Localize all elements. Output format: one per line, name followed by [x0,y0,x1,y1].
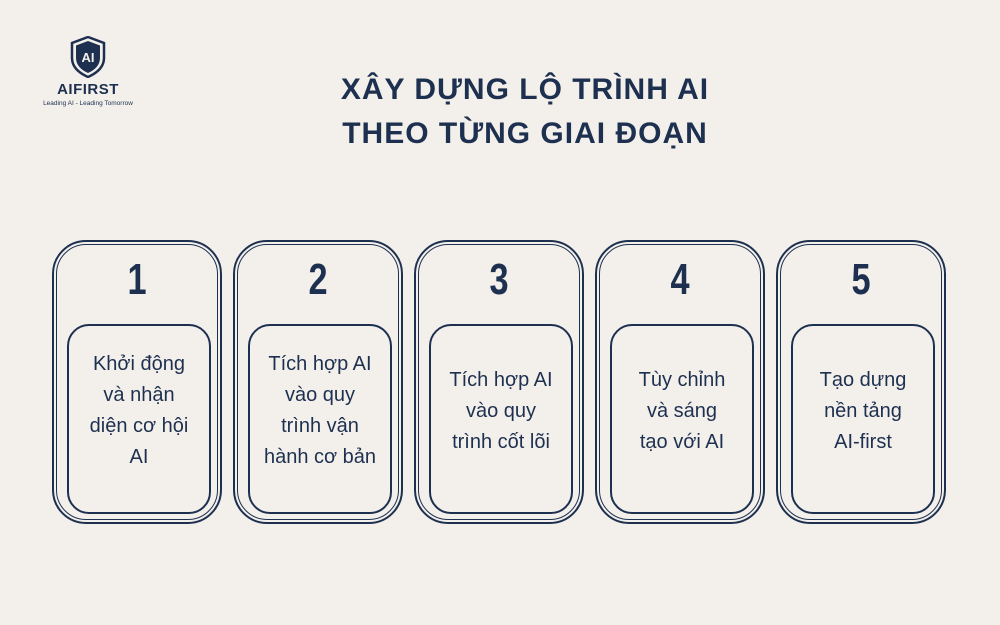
step-description-box: Tích hợp AI vào quy trình vận hành cơ bả… [248,324,392,514]
step-description: Khởi động và nhận diện cơ hội AI [89,353,189,468]
step-number: 1 [127,255,147,304]
step-description: Tạo dựng nền tảng AI-first [819,368,907,453]
step-card-1: 1 Khởi động và nhận diện cơ hội AI [52,240,222,524]
step-card-3: 3 Tích hợp AI vào quy trình cốt lõi [414,240,584,524]
step-description: Tùy chỉnh và sáng tạo với AI [638,368,726,453]
step-description-box: Tùy chỉnh và sáng tạo với AI [610,324,754,514]
step-number: 5 [851,255,871,304]
step-card-2: 2 Tích hợp AI vào quy trình vận hành cơ … [233,240,403,524]
title-line-2: THEO TỪNG GIAI ĐOẠN [342,117,708,150]
shield-logo-icon: AI [70,36,106,78]
logo-mark: AI [82,50,95,65]
title-line-1: XÂY DỰNG LỘ TRÌNH AI [340,73,710,106]
logo-wordmark: AIFIRST [57,81,119,98]
step-description-box: Tích hợp AI vào quy trình cốt lõi [429,324,573,514]
brand-logo: AI AIFIRST Leading AI - Leading Tomorrow [30,36,146,107]
step-card-5: 5 Tạo dựng nền tảng AI-first [776,240,946,524]
step-number: 4 [670,255,690,304]
step-description-box: Khởi động và nhận diện cơ hội AI [67,324,211,514]
step-card-4: 4 Tùy chỉnh và sáng tạo với AI [595,240,765,524]
logo-tagline: Leading AI - Leading Tomorrow [43,100,133,107]
step-description-box: Tạo dựng nền tảng AI-first [791,324,935,514]
page-title: XÂY DỰNG LỘ TRÌNH AI THEO TỪNG GIAI ĐOẠN [200,68,850,156]
step-number: 3 [489,255,509,304]
step-description: Tích hợp AI vào quy trình cốt lõi [449,368,553,453]
step-description: Tích hợp AI vào quy trình vận hành cơ bả… [263,353,377,468]
step-number: 2 [308,255,328,304]
